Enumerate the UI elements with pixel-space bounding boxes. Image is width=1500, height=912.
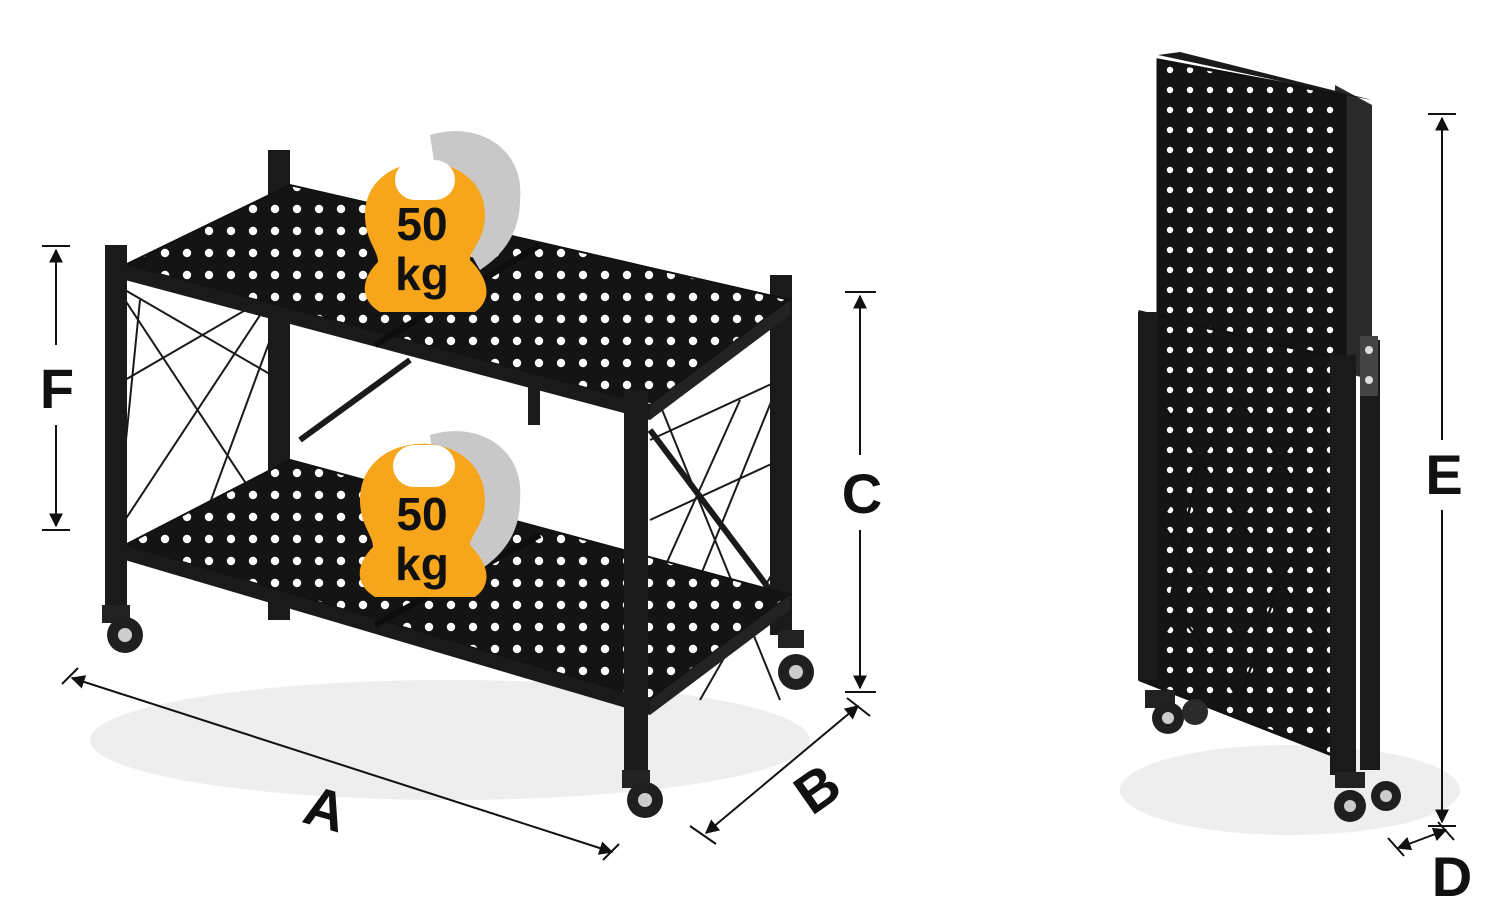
wheel-front-left xyxy=(102,605,143,653)
top-weight-value: 50 xyxy=(396,198,447,250)
dimension-label-f: F xyxy=(40,357,74,420)
wheel-back-right xyxy=(778,630,814,690)
dimension-b xyxy=(689,697,871,845)
back-right-post xyxy=(770,275,792,635)
dimension-label-c: C xyxy=(842,462,882,525)
top-shelf-side xyxy=(650,300,790,420)
top-weight-unit: kg xyxy=(395,248,449,300)
front-right-post xyxy=(624,390,648,775)
bottom-weight-value: 50 xyxy=(396,488,447,540)
kettlebell-top: 50 kg xyxy=(364,131,521,312)
folded-brace xyxy=(1158,397,1322,703)
folded-wheel-left xyxy=(1145,690,1208,734)
top-shelf-edge xyxy=(125,265,650,420)
folded-wheel-right xyxy=(1334,772,1401,822)
dimension-label-e: E xyxy=(1425,443,1462,506)
dimension-c xyxy=(845,291,876,693)
folded-top-panel-edge xyxy=(1158,52,1372,100)
bottom-shelf-side xyxy=(650,595,790,715)
folded-top-panel xyxy=(1156,58,1347,367)
unfolded-shelf: 50 kg 50 kg F C xyxy=(40,131,882,861)
folded-right-post xyxy=(1330,355,1356,775)
dimension-label-b: B xyxy=(783,751,852,826)
folded-floor-shadow xyxy=(1120,745,1460,835)
kettlebell-bottom: 50 kg xyxy=(359,431,521,597)
dimension-label-d: D xyxy=(1432,845,1472,908)
dimension-a xyxy=(61,667,620,861)
folding-latch xyxy=(1360,336,1378,396)
right-diagonal-bar xyxy=(647,428,773,592)
right-side-brace xyxy=(649,379,781,701)
folded-left-post xyxy=(1138,312,1158,680)
folded-shelf: E D xyxy=(1120,52,1472,908)
bottom-shelf-edge xyxy=(125,545,650,715)
dimension-d xyxy=(1387,821,1455,857)
wheel-front-right xyxy=(622,770,663,818)
folded-right-post-back xyxy=(1360,340,1380,770)
center-cross-bar xyxy=(298,357,412,443)
bottom-weight-unit: kg xyxy=(395,538,449,590)
dimension-f xyxy=(42,245,70,531)
front-left-post xyxy=(105,245,127,610)
